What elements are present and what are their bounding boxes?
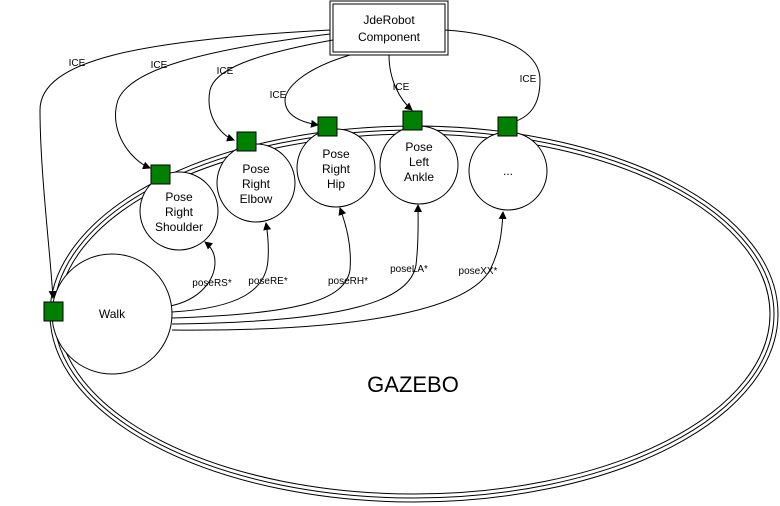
svg-text:Right: Right <box>322 162 351 176</box>
node-pose-left-ankle[interactable]: Pose Left Ankle <box>379 125 459 205</box>
svg-text:Shoulder: Shoulder <box>155 220 203 234</box>
pose-label-rh: poseRH* <box>328 276 368 287</box>
component-title-line1: JdeRobot <box>363 13 415 27</box>
svg-text:Pose: Pose <box>405 140 433 154</box>
node-pose-right-hip[interactable]: Pose Right Hip <box>296 128 376 208</box>
ice-connections <box>39 29 541 299</box>
pose-wire-re <box>171 222 272 313</box>
ice-label-1: ICE <box>69 58 86 69</box>
ice-label-4: ICE <box>270 90 287 101</box>
svg-text:Left: Left <box>409 155 430 169</box>
svg-text:Hip: Hip <box>327 177 345 191</box>
ports <box>43 110 518 322</box>
node-more[interactable]: ... <box>468 131 548 211</box>
pose-label-xx: poseXX* <box>459 266 498 277</box>
jderobot-component-box[interactable]: JdeRobot Component <box>329 0 449 56</box>
port-left-ankle[interactable] <box>402 110 423 131</box>
svg-text:Right: Right <box>242 177 271 191</box>
ice-label-6: ICE <box>520 74 537 85</box>
pose-wire-rh <box>171 207 351 319</box>
pose-wire-rs <box>169 241 216 307</box>
ice-label-3: ICE <box>217 66 234 77</box>
node-walk[interactable]: Walk <box>51 253 173 375</box>
ice-wire-ankle <box>388 54 413 111</box>
pose-wire-la <box>171 204 423 325</box>
ice-wire-walk <box>39 29 331 299</box>
node-pose-right-elbow[interactable]: Pose Right Elbow <box>216 143 296 223</box>
port-right-shoulder[interactable] <box>150 164 171 185</box>
component-title-line2: Component <box>358 30 421 44</box>
svg-text:Pose: Pose <box>242 162 270 176</box>
ice-label-2: ICE <box>151 60 168 71</box>
svg-text:Pose: Pose <box>165 190 193 204</box>
svg-text:Ankle: Ankle <box>404 170 434 184</box>
pose-labels: poseRS* poseRE* poseRH* poseLA* poseXX* <box>192 264 497 289</box>
pose-label-la: poseLA* <box>390 264 428 275</box>
svg-text:Right: Right <box>165 205 194 219</box>
port-more[interactable] <box>497 116 518 137</box>
pose-label-re: poseRE* <box>248 276 288 287</box>
ice-wire-elbow <box>208 39 334 142</box>
pose-connections <box>169 204 507 331</box>
ice-wire-more <box>444 29 541 126</box>
svg-text:Elbow: Elbow <box>240 192 273 206</box>
port-right-hip[interactable] <box>317 116 338 137</box>
gazebo-label: GAZEBO <box>367 372 459 397</box>
ice-labels: ICE ICE ICE ICE ICE ICE <box>69 58 537 101</box>
ice-label-5: ICE <box>393 82 410 93</box>
svg-text:Pose: Pose <box>322 147 350 161</box>
port-right-elbow[interactable] <box>236 131 257 152</box>
svg-text:...: ... <box>503 164 513 178</box>
port-walk[interactable] <box>43 301 64 322</box>
node-pose-right-shoulder[interactable]: Pose Right Shoulder <box>139 171 219 251</box>
node-walk-label: Walk <box>99 307 126 321</box>
ice-wire-shoulder <box>115 33 331 170</box>
ice-wire-hip <box>284 54 351 128</box>
pose-wire-xx <box>171 211 507 331</box>
pose-label-rs: poseRS* <box>192 278 232 289</box>
